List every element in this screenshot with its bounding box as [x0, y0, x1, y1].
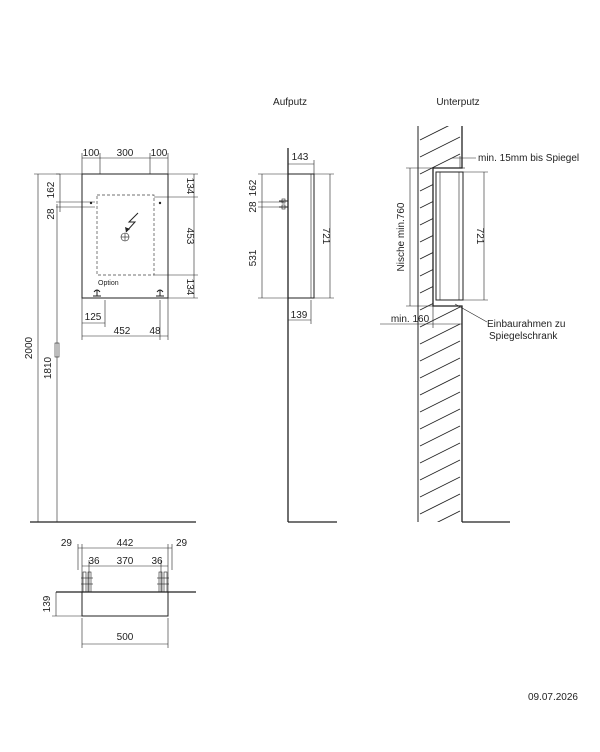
side-view-surface: 143 162 28 531 721 139	[248, 148, 337, 523]
title-recessed-mount: Unterputz	[436, 97, 479, 108]
dim-100-right: 100	[151, 148, 168, 159]
hatch-line	[419, 153, 461, 175]
dim-134-top: 134	[184, 178, 195, 195]
hatch-line	[419, 391, 461, 413]
frame-note-line1: Einbaurahmen zu	[487, 319, 565, 330]
side-dim-28: 28	[248, 201, 259, 213]
plan-dim-500: 500	[117, 632, 134, 643]
plan-dim-36-left: 36	[88, 556, 100, 567]
cabinet-recessed	[435, 171, 464, 301]
side-dim-531: 531	[248, 249, 259, 266]
side-dim-139: 139	[291, 310, 308, 321]
dim-300: 300	[117, 148, 134, 159]
plan-dim-29-left: 29	[61, 538, 73, 549]
hatch-line	[419, 493, 461, 515]
height-marker	[54, 342, 60, 358]
plan-dim-29-right: 29	[176, 538, 188, 549]
dim-125: 125	[85, 312, 102, 323]
dim-1810: 1810	[43, 356, 54, 379]
side-dim-143: 143	[292, 152, 309, 163]
option-fixture-right-icon	[156, 289, 164, 297]
hatch-line	[419, 340, 461, 362]
title-surface-mount: Aufputz	[273, 97, 307, 108]
cabinet-plan	[81, 591, 169, 617]
plan-dim-370: 370	[117, 556, 134, 567]
hatch-line	[419, 425, 461, 447]
min-160-note: min. 160	[391, 314, 430, 325]
dim-2000: 2000	[24, 336, 35, 359]
plan-dim-139: 139	[42, 595, 53, 612]
side-view-recessed: min. 15mm bis Spiegel Nische min.760 721…	[380, 126, 579, 548]
plan-view: 29 442 29 36 370 36 139 500	[42, 538, 196, 648]
hatch-line	[419, 136, 461, 158]
recessed-dim-721: 721	[474, 228, 485, 245]
hatch-line	[419, 442, 461, 464]
dim-452: 452	[114, 326, 131, 337]
option-label: Option	[98, 280, 119, 287]
cabinet-side	[287, 173, 315, 299]
pipe-right-icon	[157, 571, 169, 593]
hatch-line	[419, 510, 461, 522]
dim-134-bottom: 134	[184, 279, 195, 296]
wall-hatching	[419, 126, 461, 548]
dim-100-left: 100	[83, 148, 100, 159]
plan-dim-36-right: 36	[151, 556, 163, 567]
plan-dim-442: 442	[117, 538, 134, 549]
mirror-area	[96, 194, 155, 276]
min-mirror-gap-note: min. 15mm bis Spiegel	[478, 153, 579, 164]
hatch-line	[419, 476, 461, 498]
front-view: Option 100 300 100 162 28 134 453 134	[24, 148, 198, 523]
hatch-line	[419, 408, 461, 430]
side-dim-721: 721	[320, 228, 331, 245]
dim-453: 453	[184, 228, 195, 245]
dim-162: 162	[46, 181, 57, 198]
hatch-line	[419, 459, 461, 481]
frame-note-line2: Spiegelschrank	[489, 331, 558, 342]
pipe-left-icon	[81, 571, 93, 593]
dim-48: 48	[149, 326, 161, 337]
hatch-line	[419, 357, 461, 379]
date-stamp: 09.07.2026	[528, 692, 578, 703]
dim-28: 28	[46, 208, 57, 220]
option-fixture-left-icon	[93, 289, 101, 297]
hatch-line	[419, 306, 461, 328]
niche-dimension: Nische min.760	[396, 202, 407, 271]
hatch-line	[419, 126, 461, 141]
cabinet-front	[81, 173, 169, 299]
hatch-line	[420, 528, 460, 548]
electrical-socket-icon	[120, 212, 139, 242]
hatch-line	[419, 323, 461, 345]
hatch-line	[419, 374, 461, 396]
side-dim-162: 162	[248, 179, 259, 196]
